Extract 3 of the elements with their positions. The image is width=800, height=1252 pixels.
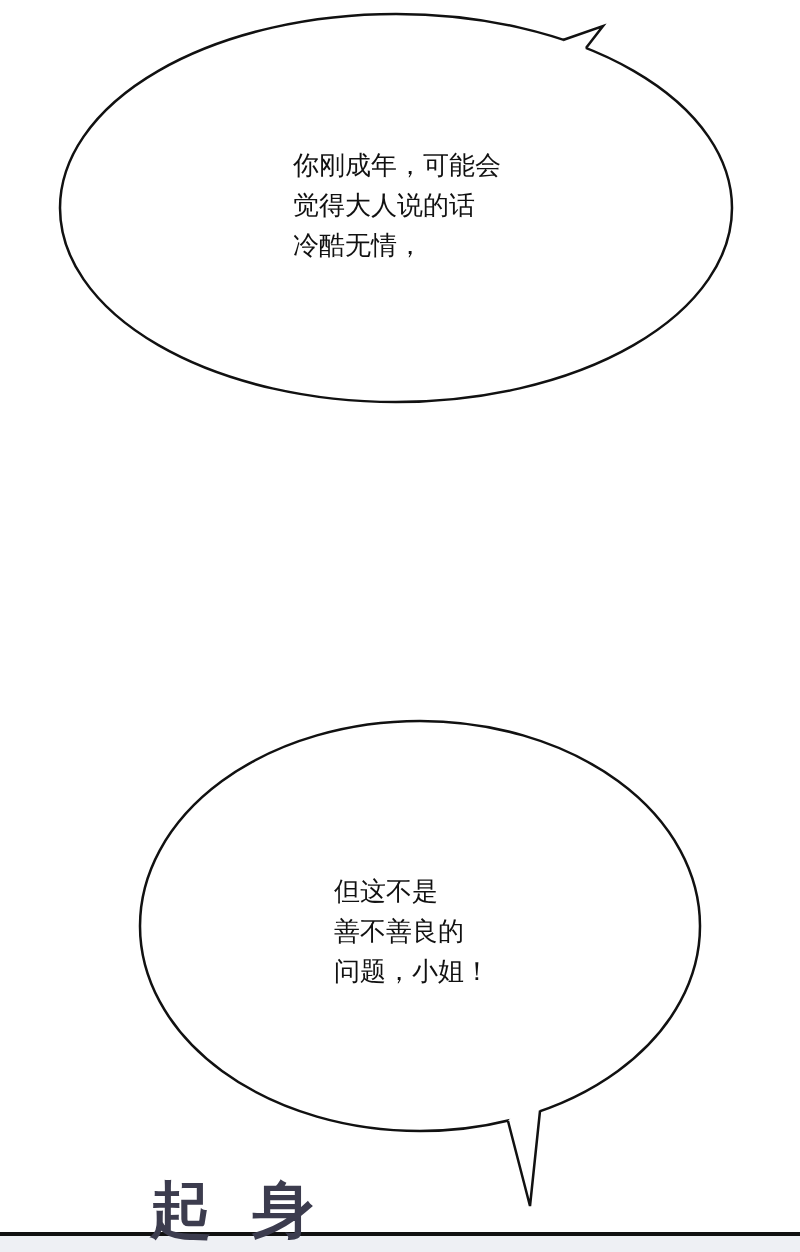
dialogue-text: 但这不是善不善良的问题，小姐！ — [334, 875, 490, 988]
sound-effect-text: 起身 — [150, 1172, 354, 1248]
dialogue-text: 你刚成年，可能会觉得大人说的话冷酷无情， — [293, 149, 501, 262]
